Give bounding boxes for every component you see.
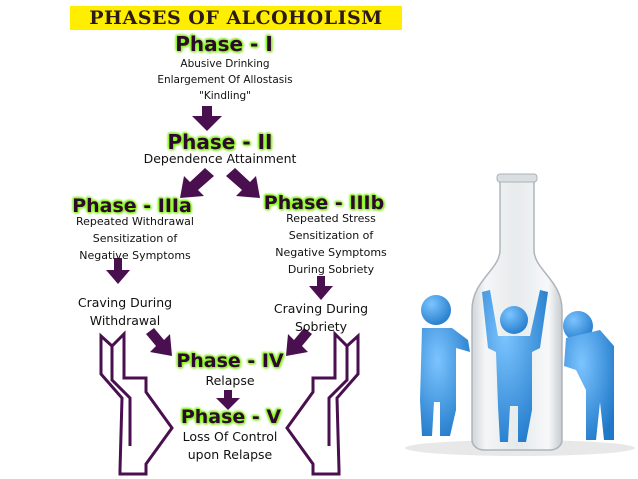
craving-withdrawal-line-1: Craving During: [77, 295, 173, 310]
phase-4-label: Phase - IV: [176, 350, 284, 372]
phase-1-label: Phase - I: [175, 32, 273, 56]
phase-3b-label: Phase - IIIb: [263, 192, 385, 214]
phase-3b-desc-line-2: Sensitization of: [288, 229, 374, 242]
arrow-down-icon: [192, 106, 222, 131]
craving-withdrawal-line-2: Withdrawal: [89, 313, 161, 328]
craving-sobriety-line-2: Sobriety: [294, 319, 348, 334]
bottle-illustration: [405, 173, 635, 456]
phase-3a-desc-line-2: Sensitization of: [92, 232, 178, 245]
phase-3a-desc-line-3: Negative Symptoms: [79, 249, 191, 262]
arrow-down-left-icon: [180, 168, 214, 198]
arrow-down-right-icon: [146, 328, 172, 356]
phase-3a-label: Phase - IIIa: [72, 195, 192, 217]
craving-sobriety-line-1: Craving During: [273, 301, 369, 316]
arrow-down-icon: [106, 258, 130, 284]
phase-3b-desc-line-4: During Sobriety: [287, 263, 375, 276]
loop-arrow-right-icon: [285, 330, 360, 476]
phase-5-desc-line-1: Loss Of Control: [182, 429, 278, 444]
arrow-down-icon: [216, 390, 240, 410]
arrow-down-icon: [309, 276, 333, 300]
person-figure-left: [420, 295, 470, 436]
phase-3b-desc-line-1: Repeated Stress: [286, 212, 376, 225]
phase-1-desc-line-3: "Kindling": [199, 90, 251, 102]
phase-2-desc: Dependence Attainment: [143, 151, 297, 166]
bottle-neck-lip: [496, 173, 538, 183]
phase-5-desc-line-2: upon Relapse: [187, 447, 273, 462]
phase-4-desc: Relapse: [205, 373, 255, 388]
phase-1-desc-line-2: Enlargement Of Allostasis: [157, 74, 293, 86]
page-title: PHASES OF ALCOHOLISM: [70, 6, 402, 30]
arrow-down-left-icon: [286, 328, 312, 356]
phase-5-label: Phase - V: [180, 406, 282, 428]
phase-2-label: Phase - II: [167, 130, 273, 154]
phase-3a-desc-line-1: Repeated Withdrawal: [76, 215, 194, 228]
phase-3b-desc-line-3: Negative Symptoms: [275, 246, 387, 259]
loop-arrow-left-icon: [99, 330, 174, 476]
phase-1-desc-line-1: Abusive Drinking: [180, 58, 270, 70]
person-figure-trapped: [482, 290, 548, 442]
person-figure-right: [563, 311, 614, 440]
arrow-down-right-icon: [226, 168, 260, 198]
